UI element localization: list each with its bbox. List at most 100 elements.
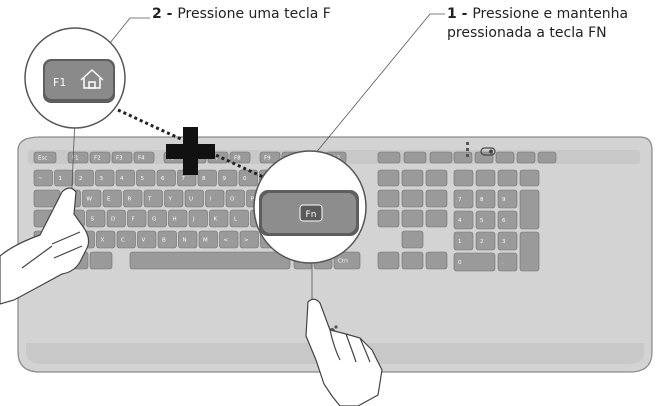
key-numpad-dot-label: . xyxy=(502,260,504,266)
key-number-row-label: 2 xyxy=(79,176,83,182)
key-numpad-label: 1 xyxy=(458,239,462,245)
media-key xyxy=(495,151,515,164)
key-letter-label: T xyxy=(147,197,152,203)
key-numpad-enter xyxy=(519,231,540,272)
key-f2: F2 xyxy=(89,151,111,164)
key-letter-label: C xyxy=(121,238,125,244)
key-letter-label: < xyxy=(224,238,229,244)
right-hand-icon xyxy=(305,298,383,406)
key-numpad: 9 xyxy=(497,189,518,209)
key-numpad: 8 xyxy=(475,189,496,209)
key-arrow-up xyxy=(401,230,424,249)
zoom-circle-fn: Fn xyxy=(253,150,367,264)
callout-step1: 1 - Pressione e mantenha pressionada a t… xyxy=(447,5,628,43)
key-numpad-label: 2 xyxy=(480,239,484,245)
key-number-row: 9 xyxy=(218,169,238,187)
key-letter-label: G xyxy=(152,217,156,223)
key-menu xyxy=(89,251,113,270)
key-letter-label: F xyxy=(132,217,135,223)
fn-key-label: Fn xyxy=(306,210,317,220)
key-numpad: 5 xyxy=(475,210,496,230)
key-numpad-label: 8 xyxy=(480,197,484,203)
key-nav xyxy=(425,189,448,208)
key-nav xyxy=(401,189,424,208)
key-letter: N xyxy=(178,230,198,249)
key-nav xyxy=(377,209,400,228)
key-number-row-label: 6 xyxy=(161,176,165,182)
key-letter: D xyxy=(106,209,126,228)
key-nav xyxy=(401,169,424,187)
key-letter: V xyxy=(137,230,157,249)
key-f3: F3 xyxy=(111,151,133,164)
key-numpad: 4 xyxy=(453,210,474,230)
f1-key-label: F1 xyxy=(53,76,66,89)
step1-number: 1 xyxy=(447,6,457,22)
zoom-circle-f1: F1 xyxy=(24,27,126,129)
key-number-row-label: 1 xyxy=(59,176,63,182)
key-number-row: ~ xyxy=(33,169,53,187)
key-number-row: 1 xyxy=(54,169,74,187)
step2-number: 2 xyxy=(152,6,162,22)
key-number-row-label: 5 xyxy=(141,176,145,182)
key-f1-label: F1 xyxy=(72,156,79,162)
key-number-row-label: 3 xyxy=(100,176,104,182)
key-numpad-zero-label: 0 xyxy=(458,260,462,266)
key-numpad-top xyxy=(453,169,474,187)
key-letter-label: M xyxy=(203,238,208,244)
key-numpad: 2 xyxy=(475,231,496,251)
key-letter-label: I xyxy=(210,197,212,203)
key-letter: Y xyxy=(164,189,184,208)
key-letter: M xyxy=(198,230,218,249)
key-nav xyxy=(425,209,448,228)
key-f9-label: F9 xyxy=(264,156,271,162)
key-number-row: 6 xyxy=(156,169,176,187)
key-numpad-top xyxy=(519,169,540,187)
key-letter: L xyxy=(229,209,249,228)
key-numpad-dot: . xyxy=(497,252,518,272)
key-letter: K xyxy=(209,209,229,228)
key-number-row: 0 xyxy=(238,169,258,187)
key-numpad: 1 xyxy=(453,231,474,251)
key-numpad-label: 9 xyxy=(502,197,506,203)
leader-line-step1 xyxy=(309,13,445,161)
key-f1: F1 xyxy=(67,151,89,164)
key-letter: I xyxy=(205,189,225,208)
key-nav xyxy=(425,169,448,187)
media-key xyxy=(429,151,453,164)
key-letter-label: V xyxy=(142,238,146,244)
key-number-row: 2 xyxy=(74,169,94,187)
key-f8: F8 xyxy=(229,151,251,164)
key-arrow xyxy=(377,251,400,270)
key-numpad-top xyxy=(475,169,496,187)
key-esc: Esc xyxy=(33,151,57,164)
key-letter: G xyxy=(147,209,167,228)
key-space xyxy=(129,251,291,270)
key-letter-label: U xyxy=(189,197,193,203)
key-number-row-label: 7 xyxy=(182,176,186,182)
key-letter: W xyxy=(82,189,102,208)
step1-text-line2: pressionada a tecla FN xyxy=(447,25,607,41)
status-led-icon xyxy=(466,142,469,157)
key-letter-label: D xyxy=(111,217,115,223)
key-numpad-plus xyxy=(519,189,540,230)
key-letter-label: P xyxy=(251,197,255,203)
step1-text-line1: Pressione e mantenha xyxy=(472,6,629,22)
key-letter-label: E xyxy=(107,197,111,203)
key-numpad-top xyxy=(497,169,518,187)
key-letter-label: Y xyxy=(168,197,173,203)
key-letter-label: B xyxy=(162,238,166,244)
step2-text: Pressione uma tecla F xyxy=(177,6,331,22)
media-key xyxy=(537,151,557,164)
key-numpad-label: 5 xyxy=(480,218,484,224)
key-f4-label: F4 xyxy=(138,156,145,162)
key-f2-label: F2 xyxy=(94,156,101,162)
key-letter-label: K xyxy=(214,217,218,223)
key-numpad-label: 6 xyxy=(502,218,506,224)
key-number-row-label: 4 xyxy=(120,176,124,182)
key-letter: J xyxy=(188,209,208,228)
left-hand-icon xyxy=(0,187,90,305)
key-ctrl-right-label: Ctrl xyxy=(338,259,348,265)
key-letter-label: X xyxy=(101,238,105,244)
key-f3-label: F3 xyxy=(116,156,123,162)
